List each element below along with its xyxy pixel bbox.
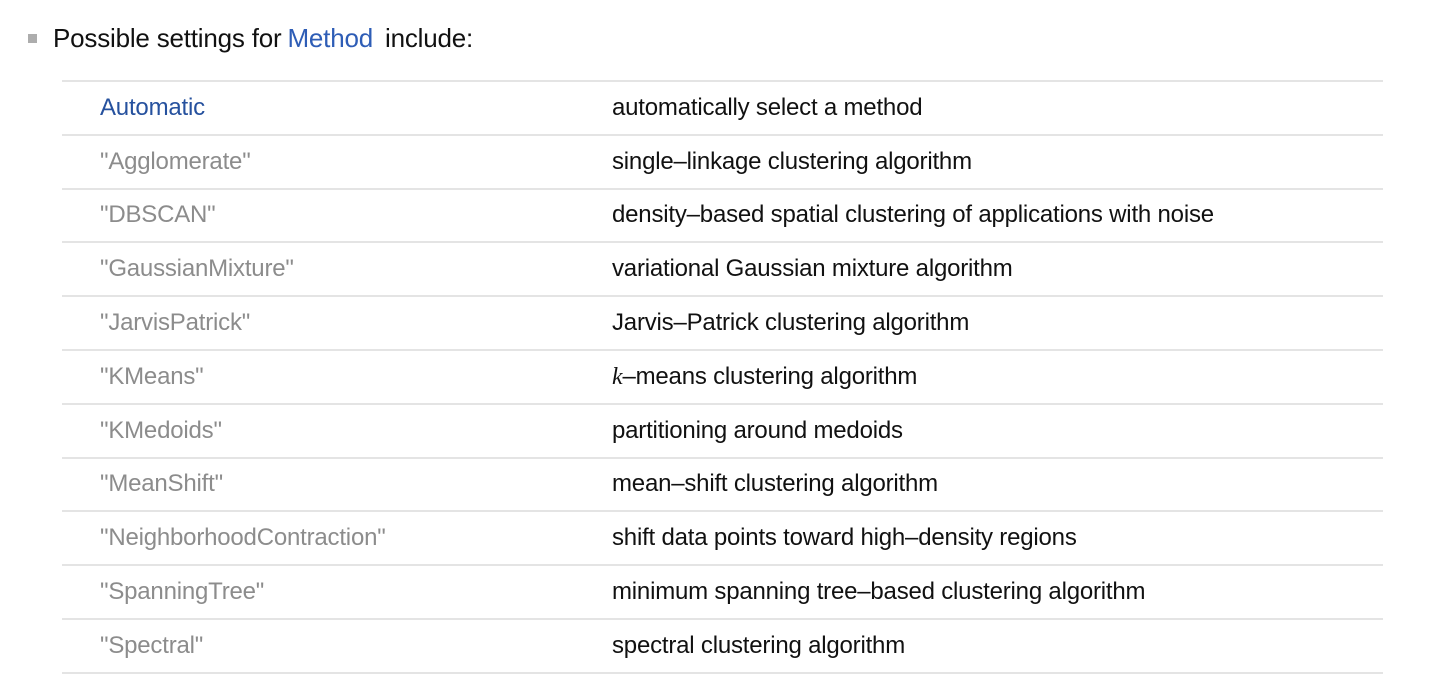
- setting-description: partitioning around medoids: [612, 416, 903, 444]
- table-row: "KMeans" k–means clustering algorithm: [62, 348, 1383, 403]
- setting-name: "Agglomerate": [100, 147, 251, 175]
- setting-link[interactable]: Automatic: [100, 93, 205, 121]
- setting-description: shift data points toward high–density re…: [612, 524, 1077, 552]
- heading-prefix: Possible settings for: [53, 23, 282, 53]
- table-row: Automatic automatically select a method: [62, 80, 1383, 134]
- setting-description: automatically select a method: [612, 93, 923, 121]
- setting-description: variational Gaussian mixture algorithm: [612, 255, 1013, 283]
- table-row: "MeanShift" mean–shift clustering algorit…: [62, 456, 1383, 511]
- setting-description: density–based spatial clustering of appl…: [612, 201, 1214, 229]
- setting-name: "KMedoids": [100, 416, 222, 444]
- setting-name: "KMeans": [100, 362, 204, 390]
- settings-table: Automatic automatically select a method "A…: [62, 80, 1383, 674]
- method-link[interactable]: Method: [287, 23, 373, 53]
- table-row: "NeighborhoodContraction" shift data poin…: [62, 510, 1383, 564]
- table-row: "Agglomerate" single–linkage clustering a…: [62, 133, 1383, 188]
- table-row: "KMedoids" partitioning around medoids: [62, 402, 1383, 457]
- table-row: "JarvisPatrick" Jarvis–Patrick clustering…: [62, 295, 1383, 349]
- setting-description: mean–shift clustering algorithm: [612, 470, 938, 498]
- setting-name: "MeanShift": [100, 470, 223, 498]
- setting-description: k–means clustering algorithm: [612, 362, 918, 390]
- table-row: "DBSCAN" density–based spatial clustering…: [62, 187, 1383, 242]
- setting-description: single–linkage clustering algorithm: [612, 147, 972, 175]
- setting-description: spectral clustering algorithm: [612, 631, 905, 659]
- setting-name: "DBSCAN": [100, 201, 216, 229]
- table-row: "SpanningTree" minimum spanning tree–base…: [62, 564, 1383, 618]
- table-row: "Spectral" spectral clustering algorithm: [62, 617, 1383, 672]
- table-row: "GaussianMixture" variational Gaussian mi…: [62, 241, 1383, 295]
- setting-name: "GaussianMixture": [100, 255, 294, 283]
- setting-description: minimum spanning tree–based clustering a…: [612, 578, 1146, 606]
- setting-name: "SpanningTree": [100, 578, 265, 606]
- setting-name: "JarvisPatrick": [100, 309, 251, 337]
- square-bullet-icon: [28, 34, 37, 43]
- setting-name: "NeighborhoodContraction": [100, 524, 386, 552]
- heading-suffix: include:: [385, 23, 474, 53]
- setting-description: Jarvis–Patrick clustering algorithm: [612, 309, 970, 337]
- setting-name: "Spectral": [100, 631, 204, 659]
